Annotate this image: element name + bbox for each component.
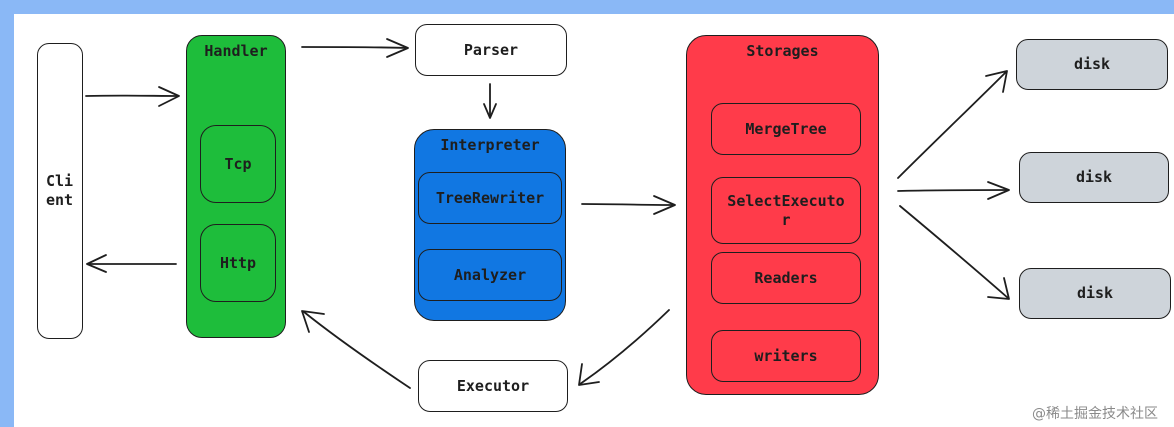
arrow-storages-to-disk-2 [897, 181, 1010, 200]
disk-box-2: disk [1019, 152, 1169, 203]
storages-box: Storages MergeTree SelectExecutor Reader… [686, 35, 879, 395]
interpreter-title: Interpreter [440, 136, 540, 154]
arrow-executor-to-handler [301, 310, 411, 389]
storages-title: Storages [746, 42, 819, 60]
arrow-handler-to-parser [301, 38, 409, 58]
handler-title: Handler [204, 42, 268, 60]
arrow-storages-to-disk-1 [897, 70, 1008, 179]
disk-label: disk [1073, 55, 1111, 74]
tcp-box: Tcp [200, 125, 276, 203]
arrow-client-to-handler [85, 86, 180, 107]
readers-box: Readers [711, 252, 861, 304]
arrow-parser-to-interpreter [483, 83, 497, 119]
writers-label: writers [754, 346, 818, 365]
parser-box: Parser [415, 24, 567, 76]
handler-box: Handler Tcp Http [186, 35, 286, 338]
client-box: Client [37, 43, 83, 339]
interpreter-box: Interpreter TreeRewriter Analyzer [414, 129, 566, 321]
arrow-interpreter-to-storages [581, 195, 676, 215]
merge-tree-label: MergeTree [745, 119, 827, 138]
select-executor-box: SelectExecutor [711, 177, 861, 244]
http-box: Http [200, 224, 276, 302]
http-label: Http [219, 253, 257, 272]
tcp-label: Tcp [224, 154, 252, 173]
architecture-diagram: Client Handler Tcp Http Parser Interpret… [14, 14, 1174, 427]
readers-label: Readers [754, 268, 818, 287]
arrow-handler-to-client [86, 254, 177, 273]
client-label: Client [46, 172, 74, 209]
disk-label: disk [1075, 168, 1113, 187]
select-executor-label: SelectExecutor [727, 191, 845, 229]
tree-rewriter-label: TreeRewriter [435, 188, 545, 207]
analyzer-box: Analyzer [418, 249, 562, 301]
writers-box: writers [711, 330, 861, 382]
executor-box: Executor [418, 360, 568, 412]
parser-label: Parser [463, 40, 519, 59]
executor-label: Executor [456, 376, 530, 395]
arrow-storages-to-executor [578, 309, 670, 386]
tree-rewriter-box: TreeRewriter [418, 172, 562, 224]
merge-tree-box: MergeTree [711, 103, 861, 155]
disk-label: disk [1076, 284, 1114, 303]
disk-box-1: disk [1016, 39, 1168, 90]
analyzer-label: Analyzer [453, 265, 527, 284]
site-watermark: @稀土掘金技术社区 [1032, 406, 1158, 422]
disk-box-3: disk [1019, 268, 1171, 319]
arrow-storages-to-disk-3 [899, 205, 1010, 300]
